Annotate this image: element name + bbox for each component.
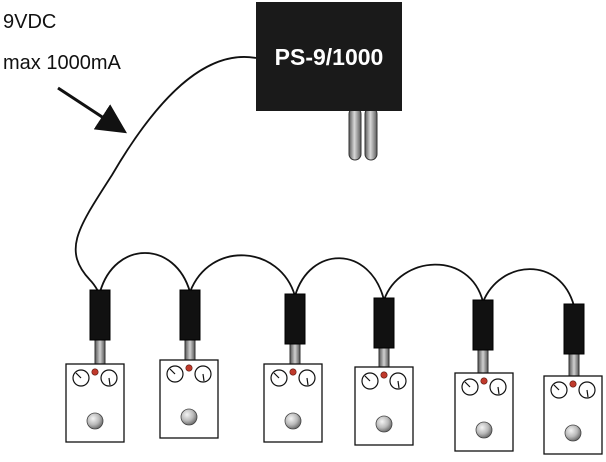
power-supply: PS-9/1000 — [256, 2, 402, 111]
plug-tip-2 — [184, 337, 196, 363]
footswitch-5 — [475, 421, 493, 439]
supply-cable — [74, 56, 257, 295]
power-supply-body — [256, 2, 402, 111]
plug-body-2 — [179, 289, 201, 341]
knob-right-pointer-5 — [497, 386, 500, 395]
knob-left-pointer-4 — [364, 375, 371, 382]
pointer-arrow — [57, 86, 128, 134]
daisy-chain-cable — [99, 252, 575, 307]
pedal-5 — [454, 299, 514, 452]
chain-segment-4 — [383, 263, 484, 303]
plug-body-1 — [89, 289, 111, 341]
pedal-4 — [354, 297, 414, 446]
plug-tip-5 — [477, 347, 489, 376]
led-indicator-4 — [380, 371, 388, 379]
led-indicator-5 — [480, 377, 488, 385]
footswitch-1 — [86, 412, 104, 430]
footswitch-6 — [564, 424, 582, 442]
footswitch-2 — [180, 408, 198, 426]
footswitch-3 — [284, 412, 302, 430]
knob-right-pointer-6 — [586, 389, 589, 398]
knob-right-pointer-4 — [397, 380, 400, 389]
led-indicator-3 — [289, 368, 297, 376]
knob-right-pointer-2 — [202, 373, 205, 382]
knob-left-pointer-3 — [273, 372, 280, 379]
knob-right-pointer-3 — [306, 377, 309, 386]
current-text: max 1000mA — [3, 52, 121, 74]
plug-body-4 — [373, 297, 395, 349]
pedal-3 — [263, 293, 323, 443]
plug-tip-6 — [568, 351, 580, 379]
plug-tip-3 — [289, 341, 301, 367]
footswitch-4 — [375, 415, 393, 433]
plug-body-5 — [472, 299, 494, 351]
pedal-6 — [543, 303, 603, 455]
knob-left-pointer-6 — [553, 384, 560, 391]
led-indicator-1 — [91, 368, 99, 376]
plug-body-6 — [563, 303, 585, 355]
knob-left-pointer-2 — [169, 368, 176, 375]
led-indicator-6 — [569, 380, 577, 388]
voltage-text: 9VDC — [3, 11, 56, 33]
chain-segment-5 — [482, 268, 575, 307]
power-supply-prongs — [348, 107, 378, 161]
pedal-group — [65, 289, 603, 455]
knob-left-pointer-1 — [75, 372, 82, 379]
chain-segment-3 — [294, 257, 385, 301]
led-indicator-2 — [185, 364, 193, 372]
plug-tip-1 — [94, 337, 106, 367]
plug-tip-4 — [378, 345, 390, 370]
chain-segment-1 — [99, 252, 191, 293]
plug-body-3 — [284, 293, 306, 345]
power-supply-label: PS-9/1000 — [275, 44, 384, 70]
pedal-2 — [159, 289, 219, 439]
pedal-1 — [65, 289, 125, 443]
knob-left-pointer-5 — [464, 381, 471, 388]
knob-right-pointer-1 — [108, 377, 111, 386]
chain-segment-2 — [189, 254, 296, 297]
